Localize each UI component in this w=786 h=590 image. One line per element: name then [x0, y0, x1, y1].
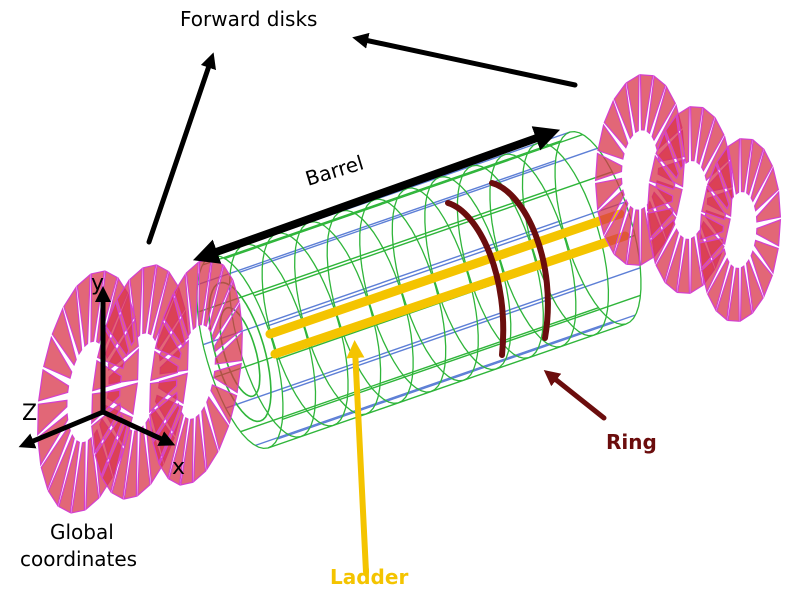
- axis-z-label: Z: [22, 401, 37, 426]
- ladder-strip: [270, 214, 620, 334]
- axis-y-label: y: [91, 271, 104, 296]
- global-coordinates-label-line2: coordinates: [20, 547, 137, 571]
- ladder-arrow: [355, 349, 366, 572]
- ladder-label: Ladder: [330, 565, 408, 589]
- global-coordinates-label-line1: Global: [50, 520, 114, 544]
- forward-disks-label: Forward disks: [180, 7, 317, 31]
- arrow-to-forward-disks-right: [360, 39, 575, 85]
- axis-x-label: x: [172, 455, 185, 480]
- forward-disk: [694, 136, 786, 323]
- arrow-to-forward-disks-left: [149, 60, 211, 242]
- forward-disks-graphic: [24, 72, 786, 519]
- ring-label: Ring: [606, 430, 657, 454]
- ring-arrow: [550, 375, 604, 418]
- barrel-label: Barrel: [302, 150, 366, 190]
